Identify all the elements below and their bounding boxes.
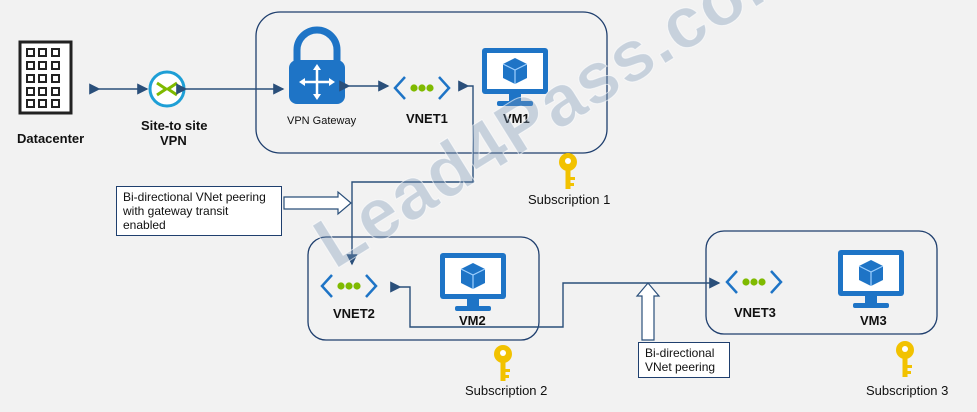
callout-line: with gateway transit <box>123 204 229 218</box>
callout-line: VNet peering <box>645 360 716 374</box>
vm3-label: VM3 <box>860 313 887 328</box>
vnet3-label: VNET3 <box>734 305 776 320</box>
vnet3-icon <box>725 269 783 295</box>
vpn-gateway-label: VPN Gateway <box>287 115 357 127</box>
vnet2-vnet3-peering-link <box>390 277 721 328</box>
vpn-label-line2: VPN <box>160 133 187 148</box>
peering-pointer <box>635 282 661 341</box>
subscription2-label: Subscription 2 <box>465 383 548 398</box>
datacenter-label: Datacenter <box>17 131 85 146</box>
vm1-label: VM1 <box>503 111 530 126</box>
vnet1-label: VNET1 <box>406 111 448 126</box>
callout-line: Bi-directional <box>645 346 715 360</box>
vnet1-icon <box>393 75 451 101</box>
vm2-monitor-icon <box>439 252 507 312</box>
vnet2-label: VNET2 <box>333 306 375 321</box>
vnet1-vnet2-peering-link <box>346 80 474 266</box>
callout-line: enabled <box>123 218 166 232</box>
gateway-transit-pointer <box>283 190 352 216</box>
vpn-icon <box>148 70 186 108</box>
gateway-transit-callout: Bi-directional VNet peering with gateway… <box>116 186 282 236</box>
subscription3-label: Subscription 3 <box>866 383 949 398</box>
subscription1-label: Subscription 1 <box>528 192 611 207</box>
lock-icon <box>289 26 345 104</box>
vm2-label: VM2 <box>459 313 486 328</box>
subscription3-key-icon <box>896 341 914 377</box>
subscription2-key-icon <box>494 345 512 381</box>
building-icon <box>18 40 73 115</box>
vpn-label-line1: Site-to site <box>141 118 208 133</box>
peering-callout: Bi-directional VNet peering <box>638 342 730 378</box>
callout-line: Bi-directional VNet peering <box>123 190 266 204</box>
vm3-monitor-icon <box>837 249 905 309</box>
subscription1-key-icon <box>559 153 577 189</box>
